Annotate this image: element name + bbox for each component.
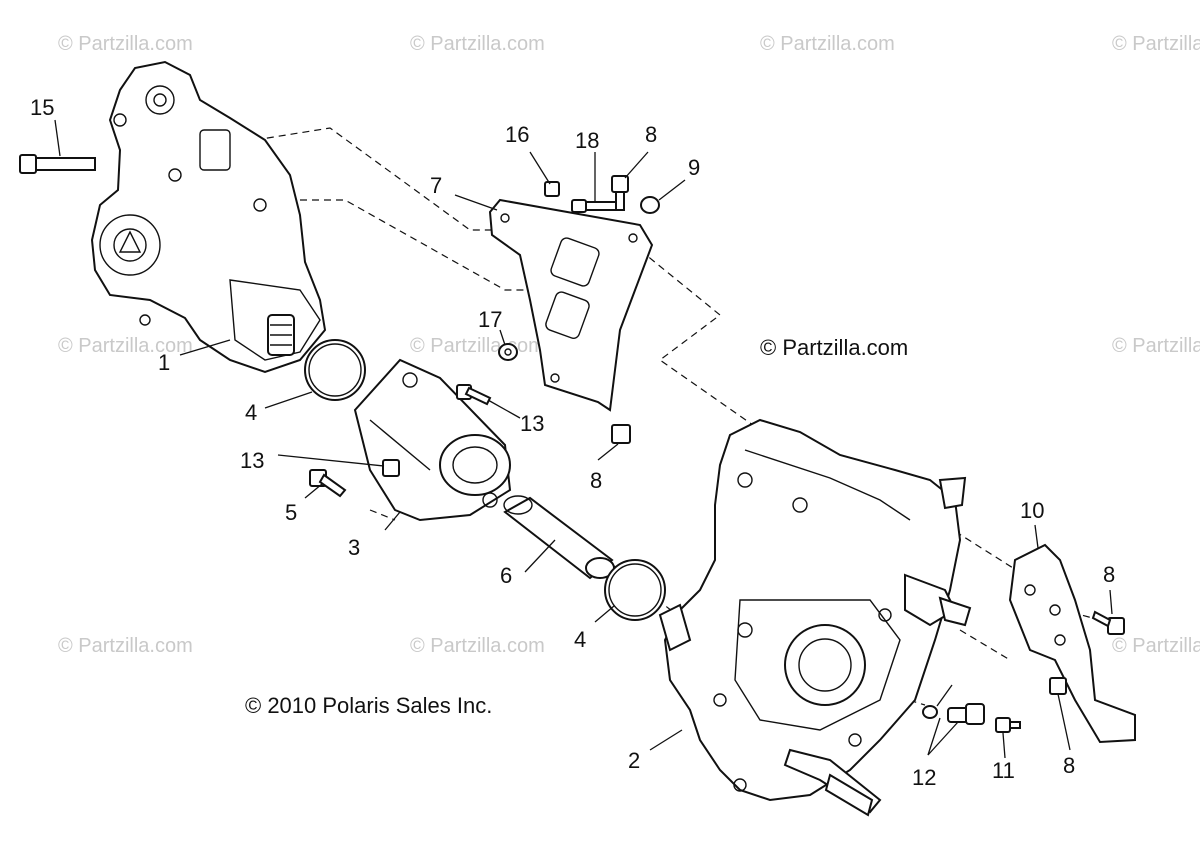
watermark: © Partzilla.com	[58, 335, 193, 357]
part-bolt-18	[571, 199, 621, 213]
part-sleeve	[503, 495, 615, 580]
callout-8: 8	[1063, 753, 1075, 778]
callout-14: 15	[30, 95, 54, 120]
callout-2: 2	[628, 748, 640, 773]
part-bolt-13-upper	[456, 384, 492, 406]
callout-18: 18	[575, 128, 599, 153]
callout-layer: 15 1 4 13 5 3 13 6 4 7 16 18 8 9 17 8 2 …	[30, 95, 1115, 790]
watermark: © Partzilla.com	[410, 33, 545, 55]
part-front-gearcase	[90, 60, 327, 374]
part-o-ring-lower	[604, 559, 666, 621]
watermark: © Partzilla.com	[1112, 33, 1200, 55]
callout-13: 13	[520, 411, 544, 436]
callout-8: 8	[1103, 562, 1115, 587]
callout-6: 6	[500, 563, 512, 588]
watermark: © Partzilla.com	[1112, 335, 1200, 357]
part-mount-bracket	[488, 198, 654, 412]
watermark: © Partzilla.com	[760, 33, 895, 55]
callout-9: 9	[688, 155, 700, 180]
callout-3: 3	[348, 535, 360, 560]
dashed-line	[639, 249, 761, 431]
watermark: © Partzilla.com	[58, 635, 193, 657]
callout-8: 8	[645, 122, 657, 147]
callout-10: 10	[1020, 498, 1044, 523]
dashed-line	[959, 629, 1011, 661]
part-main-gearcase	[658, 418, 972, 817]
leader-lines	[54, 119, 1113, 759]
part-bolt-5	[309, 469, 347, 498]
part-o-ring-upper	[304, 339, 366, 401]
watermark: © Partzilla.com	[58, 33, 193, 55]
dashed-line	[300, 199, 535, 291]
callout-4: 4	[574, 627, 586, 652]
callout-15: 16	[505, 122, 529, 147]
part-housing	[353, 358, 512, 522]
polaris-copyright: © 2010 Polaris Sales Inc.	[245, 693, 492, 718]
part-screw-11	[995, 717, 1021, 733]
callout-16: 17	[478, 307, 502, 332]
part-nut-15	[544, 181, 560, 197]
callout-1: 1	[158, 350, 170, 375]
watermark: © Partzilla.com	[410, 635, 545, 657]
callout-8: 8	[590, 468, 602, 493]
part-o-ring-17	[922, 705, 938, 719]
part-bolt-8-top	[611, 175, 629, 211]
callout-7: 7	[430, 173, 442, 198]
part-rear-bracket	[1008, 543, 1136, 744]
callout-5: 5	[285, 500, 297, 525]
callout-4: 4	[245, 400, 257, 425]
part-sensor-12	[947, 703, 985, 725]
part-bolt-14	[19, 154, 96, 174]
watermark: © Partzilla.com	[410, 335, 545, 357]
part-bolt-8-lower	[1049, 677, 1067, 695]
callout-12: 12	[912, 765, 936, 790]
part-bolt-8-right	[1091, 610, 1125, 635]
part-washer-9	[640, 196, 660, 214]
part-washer-16	[498, 343, 518, 361]
partzilla-credit: © Partzilla.com	[760, 335, 908, 360]
dashed-line	[369, 509, 396, 521]
callout-11: 11	[992, 758, 1015, 783]
dashed-line	[944, 524, 1041, 586]
part-bolt-13-lower	[382, 459, 400, 477]
watermark: © Partzilla.com	[1112, 635, 1200, 657]
part-bolt-8-mid	[611, 424, 631, 444]
callout-13: 13	[240, 448, 264, 473]
